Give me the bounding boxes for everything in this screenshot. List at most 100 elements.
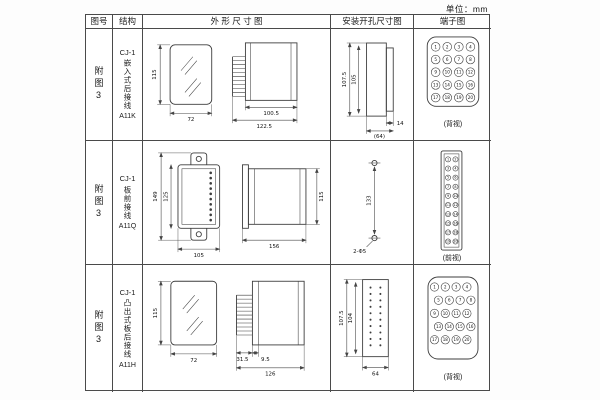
- structure-cell: CJ-1 凸出式板后接线 A11H: [113, 265, 143, 392]
- side-view: [232, 42, 298, 101]
- install-drawing-frontwired: 133 2-Φ5: [353, 159, 381, 255]
- model-label: CJ-1: [119, 174, 136, 184]
- outline-drawing-frontwired: 149 125 105 156: [153, 152, 325, 259]
- svg-text:15: 15: [456, 82, 462, 87]
- spec-table: 图号 结构 外 形 尺 寸 图 安装开孔尺寸图 端子图 附图3 CJ-1 嵌入式…: [85, 14, 491, 392]
- dim-label: 9.5: [261, 357, 270, 363]
- svg-text:12: 12: [464, 311, 470, 316]
- svg-text:14: 14: [447, 324, 453, 329]
- svg-text:4: 4: [466, 284, 469, 289]
- svg-text:16: 16: [453, 221, 457, 225]
- dim-label: 104: [348, 312, 354, 323]
- dim-label: 14: [397, 121, 404, 127]
- svg-text:16: 16: [468, 324, 474, 329]
- dim-label: 125: [164, 191, 170, 201]
- svg-text:8: 8: [470, 298, 473, 303]
- dim-label: 105: [194, 253, 204, 259]
- code-label: A11H: [119, 361, 136, 369]
- svg-text:15: 15: [446, 221, 450, 225]
- dim-label: 149: [153, 191, 159, 202]
- svg-text:17: 17: [446, 231, 450, 235]
- dim-label: 64: [372, 371, 379, 377]
- svg-text:9: 9: [433, 311, 436, 316]
- svg-text:8: 8: [454, 185, 456, 189]
- hole-pattern: [368, 159, 381, 242]
- structure-cell: CJ-1 嵌入式后接线 A11K: [113, 29, 143, 141]
- dim-label: 105: [352, 74, 358, 84]
- side-view: [236, 280, 305, 346]
- svg-text:8: 8: [469, 57, 472, 62]
- svg-text:6: 6: [454, 176, 456, 180]
- fig-no: 附图3: [93, 310, 104, 347]
- cutout-view: [366, 42, 394, 117]
- col-header-install: 安装开孔尺寸图: [331, 15, 414, 29]
- svg-text:11: 11: [454, 311, 460, 316]
- dim-label: 115: [152, 69, 158, 79]
- svg-text:19: 19: [446, 240, 450, 244]
- structure-label: 板前接线: [123, 185, 132, 220]
- svg-text:2: 2: [454, 157, 456, 161]
- model-label: CJ-1: [119, 47, 136, 57]
- svg-text:1: 1: [433, 284, 436, 289]
- front-view: [177, 152, 221, 241]
- dim-label: 133: [367, 195, 373, 206]
- dim-label: 126: [265, 372, 276, 378]
- svg-text:10: 10: [443, 311, 449, 316]
- svg-text:7: 7: [458, 57, 461, 62]
- terminal-body: [427, 276, 479, 360]
- svg-text:6: 6: [448, 298, 451, 303]
- col-header-fig: 图号: [86, 15, 113, 29]
- svg-text:7: 7: [447, 185, 449, 189]
- svg-text:18: 18: [453, 231, 457, 235]
- terminal-body: [426, 36, 480, 107]
- svg-text:20: 20: [464, 337, 470, 342]
- install-cell: 107.5 104 64: [331, 265, 414, 392]
- structure-label: 凸出式板后接线: [123, 299, 132, 359]
- outline-cell: 149 125 105 156: [143, 141, 331, 265]
- install-cell: 133 2-Φ5: [331, 141, 414, 265]
- svg-text:9: 9: [447, 194, 449, 198]
- structure-label: 嵌入式后接线: [123, 59, 132, 111]
- dim-label: 31.5: [236, 357, 248, 363]
- svg-text:19: 19: [454, 337, 460, 342]
- install-drawing-protruding: 107.5 104 64: [339, 278, 389, 377]
- view-label: (背视): [444, 119, 462, 128]
- svg-text:11: 11: [446, 203, 450, 207]
- outline-drawing-protruding: 115 72 31.5 9.5: [153, 280, 305, 378]
- install-cell: 107.5 105 14 (64): [331, 29, 414, 141]
- dim-label: 72: [187, 117, 194, 123]
- dim-label: 122.5: [256, 124, 272, 130]
- code-label: A11K: [119, 113, 136, 121]
- fig-no: 附图3: [93, 66, 104, 103]
- svg-text:19: 19: [456, 95, 462, 100]
- svg-text:18: 18: [445, 95, 451, 100]
- model-label: CJ-1: [119, 287, 136, 297]
- dim-label: 100.5: [263, 111, 279, 117]
- dim-label: 72: [190, 358, 197, 364]
- svg-text:18: 18: [443, 337, 449, 342]
- svg-text:20: 20: [453, 240, 457, 244]
- dim-label: 2-Φ5: [353, 249, 366, 255]
- svg-text:10: 10: [445, 70, 451, 75]
- svg-text:17: 17: [432, 337, 438, 342]
- svg-text:3: 3: [447, 167, 449, 171]
- svg-text:13: 13: [433, 82, 439, 87]
- install-drawing-embedded: 107.5 105 14 (64): [342, 42, 404, 140]
- svg-text:13: 13: [446, 212, 450, 216]
- outline-drawing-embedded: 115 72 100.5 122.5: [152, 42, 298, 130]
- dim-label: 115: [153, 308, 159, 318]
- col-header-terminal: 端子图: [414, 15, 491, 29]
- dim-label: 107.5: [339, 310, 345, 326]
- col-header-structure: 结构: [113, 15, 143, 29]
- view-label: (前视): [443, 253, 462, 262]
- svg-text:15: 15: [458, 324, 464, 329]
- svg-text:4: 4: [454, 167, 456, 171]
- cutout-view: [362, 279, 389, 358]
- svg-text:13: 13: [436, 324, 442, 329]
- svg-text:16: 16: [468, 82, 474, 87]
- svg-text:1: 1: [447, 157, 449, 161]
